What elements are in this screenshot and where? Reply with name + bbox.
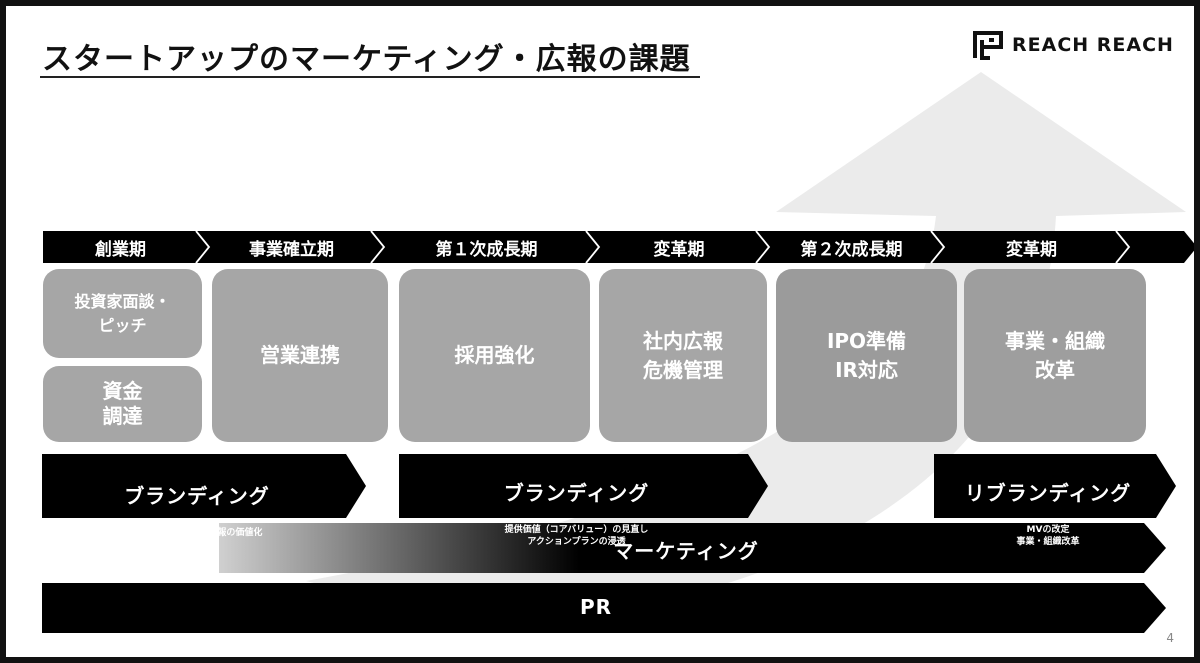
- box-sales-collaboration: 営業連携: [212, 269, 388, 442]
- box-investor-pitch: 投資家面談・ ピッチ: [43, 269, 202, 358]
- title-underline: [40, 76, 700, 78]
- box-ipo-ir: IPO準備 IR対応: [776, 269, 957, 442]
- branding-2-subtitle: 提供価値（コアバリュー）の見直し アクションプランの浸透: [504, 525, 649, 547]
- branding-1-subtitle: M.V.Vの開発/発信情報の価値化: [131, 528, 263, 538]
- phase-bar: [43, 230, 1194, 264]
- phase-label-first-growth: 第１次成長期: [435, 239, 538, 260]
- marketing-band: [219, 523, 1166, 573]
- box-recruiting: 採用強化: [399, 269, 590, 442]
- rebranding-subtitle: MVの改定 事業・組織改革: [1016, 525, 1080, 547]
- branding-2-text: ブランディング 提供価値（コアバリュー）の見直し アクションプランの浸透: [399, 458, 754, 567]
- phase-label-transformation-2: 変革期: [1006, 239, 1057, 260]
- rebranding-text: リブランディング MVの改定 事業・組織改革: [934, 458, 1162, 567]
- branding-2-title: ブランディング: [503, 481, 650, 505]
- reach-logo-icon: [973, 31, 1003, 60]
- logo: REACH REACH: [972, 30, 1174, 60]
- branding-1-title: ブランディング: [124, 484, 270, 508]
- logo-text: REACH REACH: [1012, 34, 1174, 56]
- marketing-label: マーケティング: [613, 539, 759, 563]
- rebranding-title: リブランディング: [964, 481, 1132, 505]
- phase-label-founding: 創業期: [95, 239, 146, 260]
- page-title: スタートアップのマーケティング・広報の課題: [42, 42, 691, 77]
- pr-band: [42, 583, 1166, 633]
- page-number: 4: [1166, 631, 1174, 645]
- box-business-reform: 事業・組織 改革: [964, 269, 1146, 442]
- phase-label-business-establishment: 事業確立期: [249, 239, 334, 260]
- box-fundraising: 資金 調達: [43, 366, 202, 442]
- branding-1-text: ブランディング M.V.Vの開発/発信情報の価値化: [42, 461, 352, 559]
- phase-label-transformation-1: 変革期: [653, 239, 705, 260]
- branding-band-2: [399, 454, 768, 518]
- pr-label: PR: [579, 595, 613, 619]
- rebranding-band: [934, 454, 1176, 518]
- growth-arrow-shape: [306, 72, 1186, 626]
- branding-band-1: [42, 454, 366, 518]
- phase-label-second-growth: 第２次成長期: [800, 239, 903, 260]
- growth-arrow-background: [42, 72, 1194, 633]
- box-internal-pr-crisis: 社内広報 危機管理: [599, 269, 767, 442]
